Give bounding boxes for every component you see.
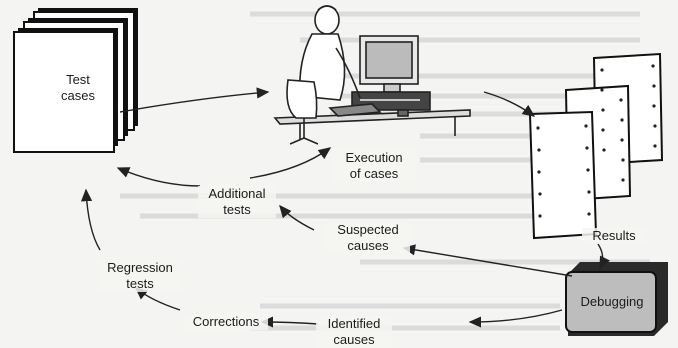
label-line: Results — [592, 228, 636, 243]
arrow-regression-to-testcases — [80, 188, 101, 251]
arrow-additional-to-execution — [249, 147, 332, 179]
label-suspected-causes: Suspected causes — [326, 222, 410, 254]
arrow-results-to-debugging — [597, 243, 611, 270]
label-line: Execution — [345, 150, 403, 165]
label-corrections: Corrections — [184, 314, 268, 330]
label-line: Suspected — [337, 222, 399, 237]
arrow-debugging-to-identified — [468, 309, 563, 328]
arrow-debugging-to-suspected — [402, 244, 573, 277]
person-at-computer-illustration — [273, 5, 471, 145]
label-line: tests — [223, 202, 251, 217]
label-regression-tests: Regression tests — [98, 260, 182, 292]
label-execution-of-cases: Execution of cases — [332, 150, 416, 182]
label-line: Corrections — [192, 314, 260, 329]
label-line: of cases — [349, 166, 399, 181]
label-line: Additional — [208, 186, 266, 201]
label-additional-tests: Additional tests — [198, 186, 276, 218]
flow-arrows — [80, 87, 611, 328]
label-line: causes — [333, 332, 375, 347]
debugging-box — [565, 262, 668, 336]
arrow-additional-to-testcases — [116, 167, 201, 187]
label-line: Regression — [107, 260, 173, 275]
label-identified-causes: Identified causes — [316, 316, 392, 348]
arrow-identified-to-corrections — [260, 316, 319, 328]
label-line: Identified — [327, 316, 381, 331]
label-results: Results — [582, 228, 646, 244]
label-debugging: Debugging — [568, 294, 656, 310]
arrow-testcases-to-execution — [119, 87, 270, 113]
results-printout — [528, 52, 664, 240]
test-cases-stack — [13, 8, 138, 153]
arrow-suspected-to-additional — [279, 204, 315, 231]
label-line: Test — [66, 72, 90, 87]
label-line: causes — [347, 238, 389, 253]
arrow-execution-to-results — [483, 91, 536, 117]
label-line: Debugging — [580, 294, 644, 309]
label-line: tests — [126, 276, 154, 291]
label-line: cases — [61, 88, 95, 103]
label-test-cases: Test cases — [46, 72, 110, 104]
